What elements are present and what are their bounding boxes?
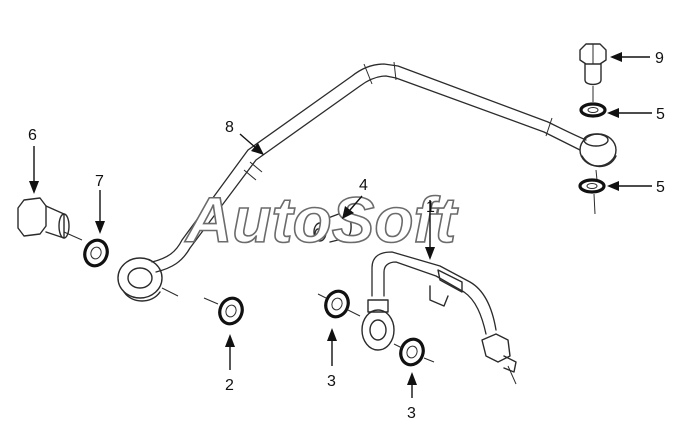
fitting-part-6: [17, 197, 83, 241]
callout-3-left: 3: [327, 373, 336, 390]
callout-1: 1: [426, 199, 435, 216]
washer-part-3-right: [393, 337, 435, 367]
callout-8: 8: [225, 119, 234, 136]
callout-3-right: 3: [407, 405, 416, 422]
callout-9: 9: [655, 50, 664, 67]
washer-part-2: [203, 296, 244, 326]
callout-5-upper: 5: [656, 106, 665, 123]
callout-5-lower: 5: [656, 179, 665, 196]
washer-part-3-left: [317, 289, 361, 319]
washer-part-7: [83, 238, 179, 297]
callout-6: 6: [28, 127, 37, 144]
pipe-part-1: [361, 251, 517, 385]
callout-2: 2: [225, 377, 234, 394]
watermark-text: AutoSoft: [184, 184, 459, 256]
callout-leaders: [29, 52, 652, 398]
bolt-part-9: [579, 43, 607, 102]
washer-part-5-lower: [578, 178, 606, 215]
callout-4: 4: [359, 177, 368, 194]
washer-part-5-upper: [579, 102, 607, 118]
callout-7: 7: [95, 173, 104, 190]
pipe-part-8: [117, 61, 617, 302]
callout-labels: 9 5 5 6 7 8 4 1 2 3 3: [28, 50, 665, 422]
